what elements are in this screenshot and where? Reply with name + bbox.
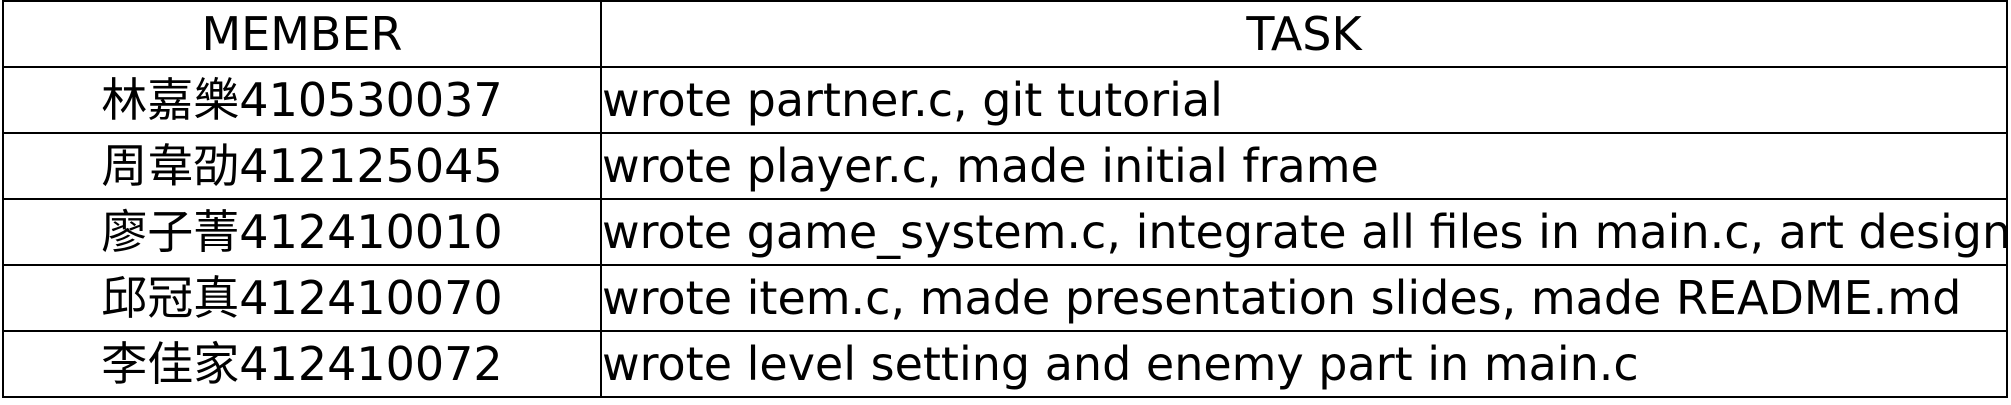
table-row: 廖子菁412410010 wrote game_system.c, integr… [2,198,2008,266]
task-column-header: TASK [600,0,2008,68]
member-cell: 周韋劭412125045 [2,132,602,200]
table-row: 李佳家412410072 wrote level setting and ene… [2,330,2008,398]
task-cell: wrote level setting and enemy part in ma… [600,330,2008,398]
member-cell: 林嘉樂410530037 [2,66,602,134]
member-column-header: MEMBER [2,0,602,68]
header-row: MEMBER TASK [2,0,2008,68]
member-cell: 李佳家412410072 [2,330,602,398]
member-cell: 廖子菁412410010 [2,198,602,266]
task-cell: wrote partner.c, git tutorial [600,66,2008,134]
table-row: 林嘉樂410530037 wrote partner.c, git tutori… [2,66,2008,134]
task-cell: wrote player.c, made initial frame [600,132,2008,200]
task-cell: wrote game_system.c, integrate all files… [600,198,2008,266]
task-cell: wrote item.c, made presentation slides, … [600,264,2008,332]
table-row: 邱冠真412410070 wrote item.c, made presenta… [2,264,2008,332]
member-cell: 邱冠真412410070 [2,264,602,332]
table-row: 周韋劭412125045 wrote player.c, made initia… [2,132,2008,200]
